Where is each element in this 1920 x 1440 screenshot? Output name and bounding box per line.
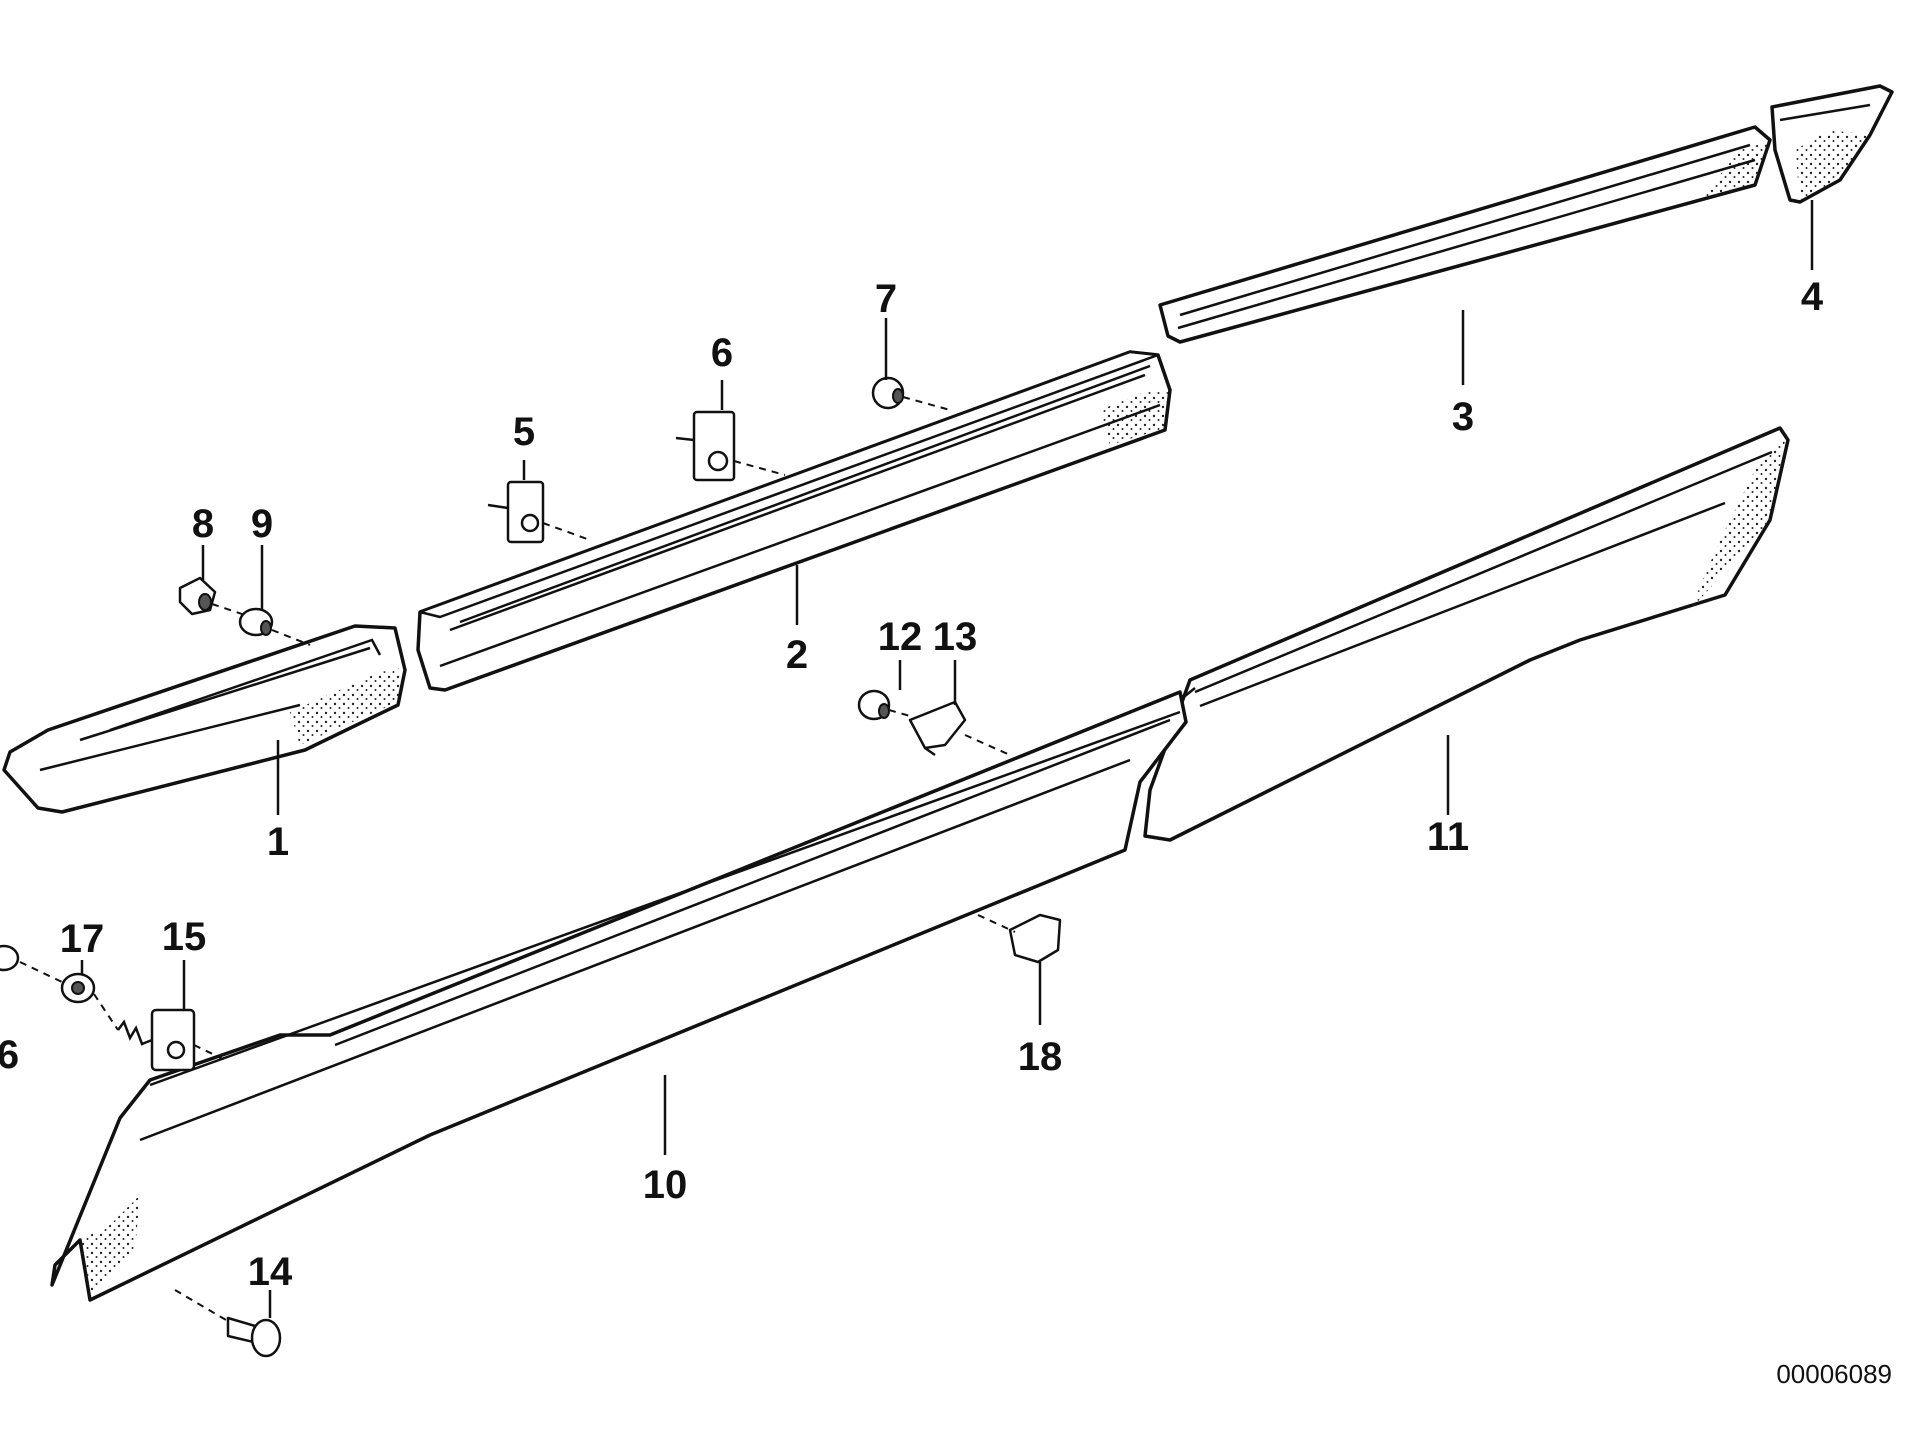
trim-strip-part-2 (416, 350, 1172, 692)
callout-14: 14 (248, 1250, 293, 1294)
callout-5: 5 (513, 410, 535, 454)
callout-3: 3 (1452, 395, 1474, 439)
leader-lines (80, 200, 1814, 1318)
hardware-13-clip (908, 700, 967, 757)
callout-13: 13 (933, 615, 978, 659)
callout-18: 18 (1018, 1035, 1063, 1079)
trim-strip-part-1 (2, 624, 407, 814)
callout-6: 6 (711, 331, 733, 375)
hardware-9-nut (238, 607, 274, 637)
callout-8: 8 (192, 502, 214, 546)
hardware-8-bolt (178, 576, 217, 616)
hardware-18-clip (1008, 913, 1062, 964)
sill-panel-part-11 (1143, 426, 1790, 842)
hardware-7-grommet (871, 376, 905, 410)
callout-labels: 1 2 3 4 5 6 7 8 9 10 11 12 13 14 15 6 17… (0, 275, 1824, 1294)
sill-panel-part-10 (50, 690, 1188, 1302)
callout-17: 17 (60, 917, 105, 961)
hardware-14-screw (226, 1316, 282, 1358)
callout-2: 2 (786, 633, 808, 677)
callout-4: 4 (1801, 275, 1824, 319)
hardware-5-clip (487, 480, 545, 544)
callout-11: 11 (1427, 815, 1469, 859)
callout-10: 10 (643, 1163, 688, 1207)
trim-strip-part-3 (1158, 125, 1772, 344)
callout-9: 9 (251, 502, 273, 546)
callout-16: 6 (0, 1033, 19, 1077)
hardware-12-grommet (857, 689, 891, 721)
trim-end-part-4 (1770, 84, 1894, 204)
hardware-6-clip (675, 410, 736, 482)
diagram-code: 00006089 (1776, 1359, 1892, 1389)
hardware-17-washer (60, 972, 96, 1004)
hardware-16-washer (0, 944, 20, 972)
install-lines (19, 396, 1016, 1321)
callout-12: 12 (878, 615, 923, 659)
hardware-15-spring-clip (117, 1008, 196, 1072)
callout-7: 7 (875, 277, 897, 321)
callout-15: 15 (162, 915, 207, 959)
callout-1: 1 (267, 820, 289, 864)
